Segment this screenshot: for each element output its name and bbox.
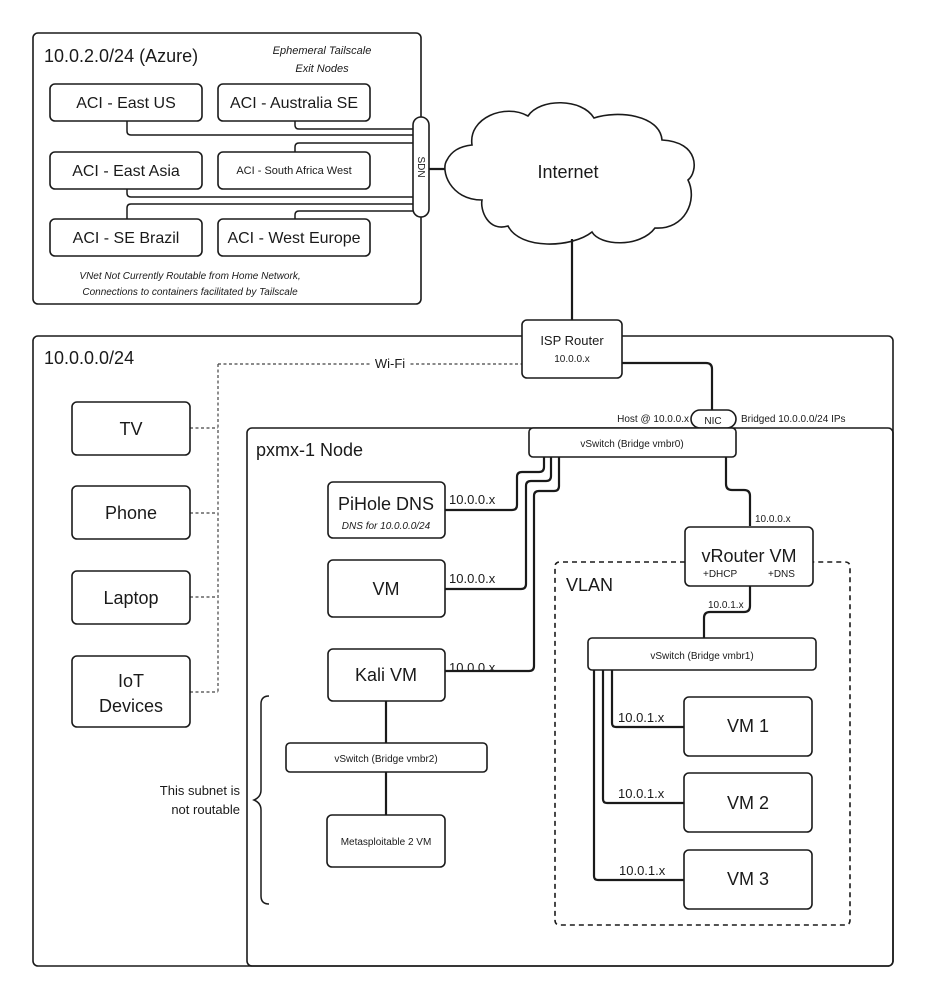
wire-south-africa-sdn: [294, 142, 414, 152]
aci-west-europe[interactable]: ACI - West Europe: [217, 218, 371, 257]
aci-east-us-label: ACI - East US: [76, 95, 176, 112]
vm3-label: VM 3: [727, 869, 769, 889]
device-tv[interactable]: TV: [71, 401, 191, 456]
device-phone[interactable]: Phone: [71, 485, 191, 540]
device-laptop[interactable]: Laptop: [71, 570, 191, 625]
metasploitable-vm[interactable]: Metasploitable 2 VM: [326, 814, 446, 868]
vswitch-vmbr1[interactable]: vSwitch (Bridge vmbr1): [587, 637, 817, 671]
wire-vmbr0-vm: [445, 457, 553, 591]
aci-australia-se-label: ACI - Australia SE: [230, 95, 358, 112]
cloud-icon: [444, 101, 695, 245]
device-phone-label: Phone: [105, 503, 157, 523]
device-iot-label-line2: Devices: [99, 696, 163, 716]
vswitch-vmbr2-label: vSwitch (Bridge vmbr2): [334, 754, 437, 765]
aci-east-asia-label: ACI - East Asia: [72, 163, 180, 180]
vlan-vm-1[interactable]: VM 1: [683, 696, 813, 757]
pihole-dns[interactable]: PiHole DNS DNS for 10.0.0.0/24: [327, 481, 446, 539]
vrouter-title: vRouter VM: [701, 546, 796, 566]
device-tv-label: TV: [119, 419, 142, 439]
azure-subnet-title: 10.0.2.0/24 (Azure): [44, 46, 198, 66]
aci-east-us[interactable]: ACI - East US: [49, 83, 203, 122]
vswitch-vmbr1-label: vSwitch (Bridge vmbr1): [650, 651, 753, 662]
aci-se-brazil[interactable]: ACI - SE Brazil: [49, 218, 203, 257]
wire-east-us-sdn: [126, 121, 414, 136]
nic-label: NIC: [704, 416, 721, 427]
wire-vmbr1-vm3: [592, 670, 684, 882]
home-subnet-title: 10.0.0.0/24: [44, 348, 134, 368]
wire-vmbr0-vrouter: [724, 457, 752, 526]
internet-cloud: Internet: [444, 101, 695, 245]
vm1-label: VM 1: [727, 716, 769, 736]
vrouter-wan-ip: 10.0.0.x: [755, 514, 791, 525]
brace-icon: [252, 695, 270, 905]
vrouter-lan-ip: 10.0.1.x: [708, 600, 744, 611]
vm-title: VM: [373, 579, 400, 599]
azure-note-line2: Exit Nodes: [295, 63, 349, 75]
vswitch-vmbr0-label: vSwitch (Bridge vmbr0): [580, 439, 683, 450]
vm[interactable]: VM: [327, 559, 446, 618]
wire-vmbr0-kali: [445, 457, 561, 673]
vswitch-vmbr0[interactable]: vSwitch (Bridge vmbr0): [528, 427, 737, 458]
wifi-label: Wi-Fi: [375, 356, 405, 371]
isp-router-ip: 10.0.0.x: [554, 354, 590, 365]
isp-router[interactable]: ISP Router 10.0.0.x: [521, 319, 623, 379]
vm1-ip: 10.0.1.x: [618, 710, 665, 725]
isolated-note-line2: not routable: [171, 802, 240, 817]
vrouter-dns: +DNS: [768, 569, 795, 580]
aci-australia-se[interactable]: ACI - Australia SE: [217, 83, 371, 122]
wire-isp-nic: [622, 361, 714, 411]
aci-south-africa-west-label: ACI - South Africa West: [236, 165, 351, 177]
internet-label: Internet: [537, 162, 598, 182]
azure-footer-line1: VNet Not Currently Routable from Home Ne…: [79, 271, 300, 282]
device-laptop-label: Laptop: [103, 588, 158, 608]
vm-ip: 10.0.0.x: [449, 571, 496, 586]
wire-vmbr1-vm1: [610, 670, 684, 729]
metasploitable-label: Metasploitable 2 VM: [341, 837, 432, 848]
pihole-ip: 10.0.0.x: [449, 492, 496, 507]
aci-south-africa-west[interactable]: ACI - South Africa West: [217, 151, 371, 190]
sdn-label: SDN: [415, 156, 426, 177]
vrouter-vm[interactable]: vRouter VM +DHCP +DNS: [684, 526, 814, 587]
wire-vmbr0-pihole: [445, 457, 546, 512]
vlan-title: VLAN: [566, 575, 613, 595]
kali-vm[interactable]: Kali VM: [327, 648, 446, 702]
aci-se-brazil-label: ACI - SE Brazil: [73, 230, 180, 247]
vm3-ip: 10.0.1.x: [619, 863, 666, 878]
vlan-vm-3[interactable]: VM 3: [683, 849, 813, 910]
isp-router-title: ISP Router: [540, 333, 604, 348]
vrouter-dhcp: +DHCP: [703, 569, 738, 580]
azure-note-line1: Ephemeral Tailscale: [273, 45, 372, 57]
vm2-ip: 10.0.1.x: [618, 786, 665, 801]
wire-vrouter-vmbr1: [702, 586, 752, 638]
nic-bridged-label: Bridged 10.0.0.0/24 IPs: [741, 414, 846, 425]
kali-title: Kali VM: [355, 665, 417, 685]
pxmx-node-title: pxmx-1 Node: [256, 440, 363, 460]
aci-east-asia[interactable]: ACI - East Asia: [49, 151, 203, 190]
pihole-title: PiHole DNS: [338, 494, 434, 514]
vm2-label: VM 2: [727, 793, 769, 813]
vlan-frame: [554, 561, 851, 926]
aci-west-europe-label: ACI - West Europe: [227, 230, 360, 247]
vlan-vm-2[interactable]: VM 2: [683, 772, 813, 833]
wire-vmbr1-vm2: [601, 670, 684, 805]
wire-east-asia-sdn: [126, 188, 414, 198]
pihole-subtitle: DNS for 10.0.0.0/24: [342, 521, 431, 532]
wire-west-europe-sdn: [294, 210, 414, 219]
azure-subnet: 10.0.2.0/24 (Azure) Ephemeral Tailscale …: [32, 32, 422, 305]
kali-ip: 10.0.0.x: [449, 660, 496, 675]
nic[interactable]: NIC: [690, 409, 737, 429]
vswitch-vmbr2[interactable]: vSwitch (Bridge vmbr2): [285, 742, 488, 773]
device-iot-label-line1: IoT: [118, 671, 144, 691]
isolated-note-line1: This subnet is: [160, 783, 241, 798]
nic-host-label: Host @ 10.0.0.x: [617, 414, 689, 425]
device-iot[interactable]: IoT Devices: [71, 655, 191, 728]
azure-footer-line2: Connections to containers facilitated by…: [82, 287, 298, 298]
sdn-gateway[interactable]: SDN: [412, 116, 430, 218]
wire-brazil-sdn: [126, 203, 414, 219]
wire-australia-sdn: [294, 121, 414, 130]
